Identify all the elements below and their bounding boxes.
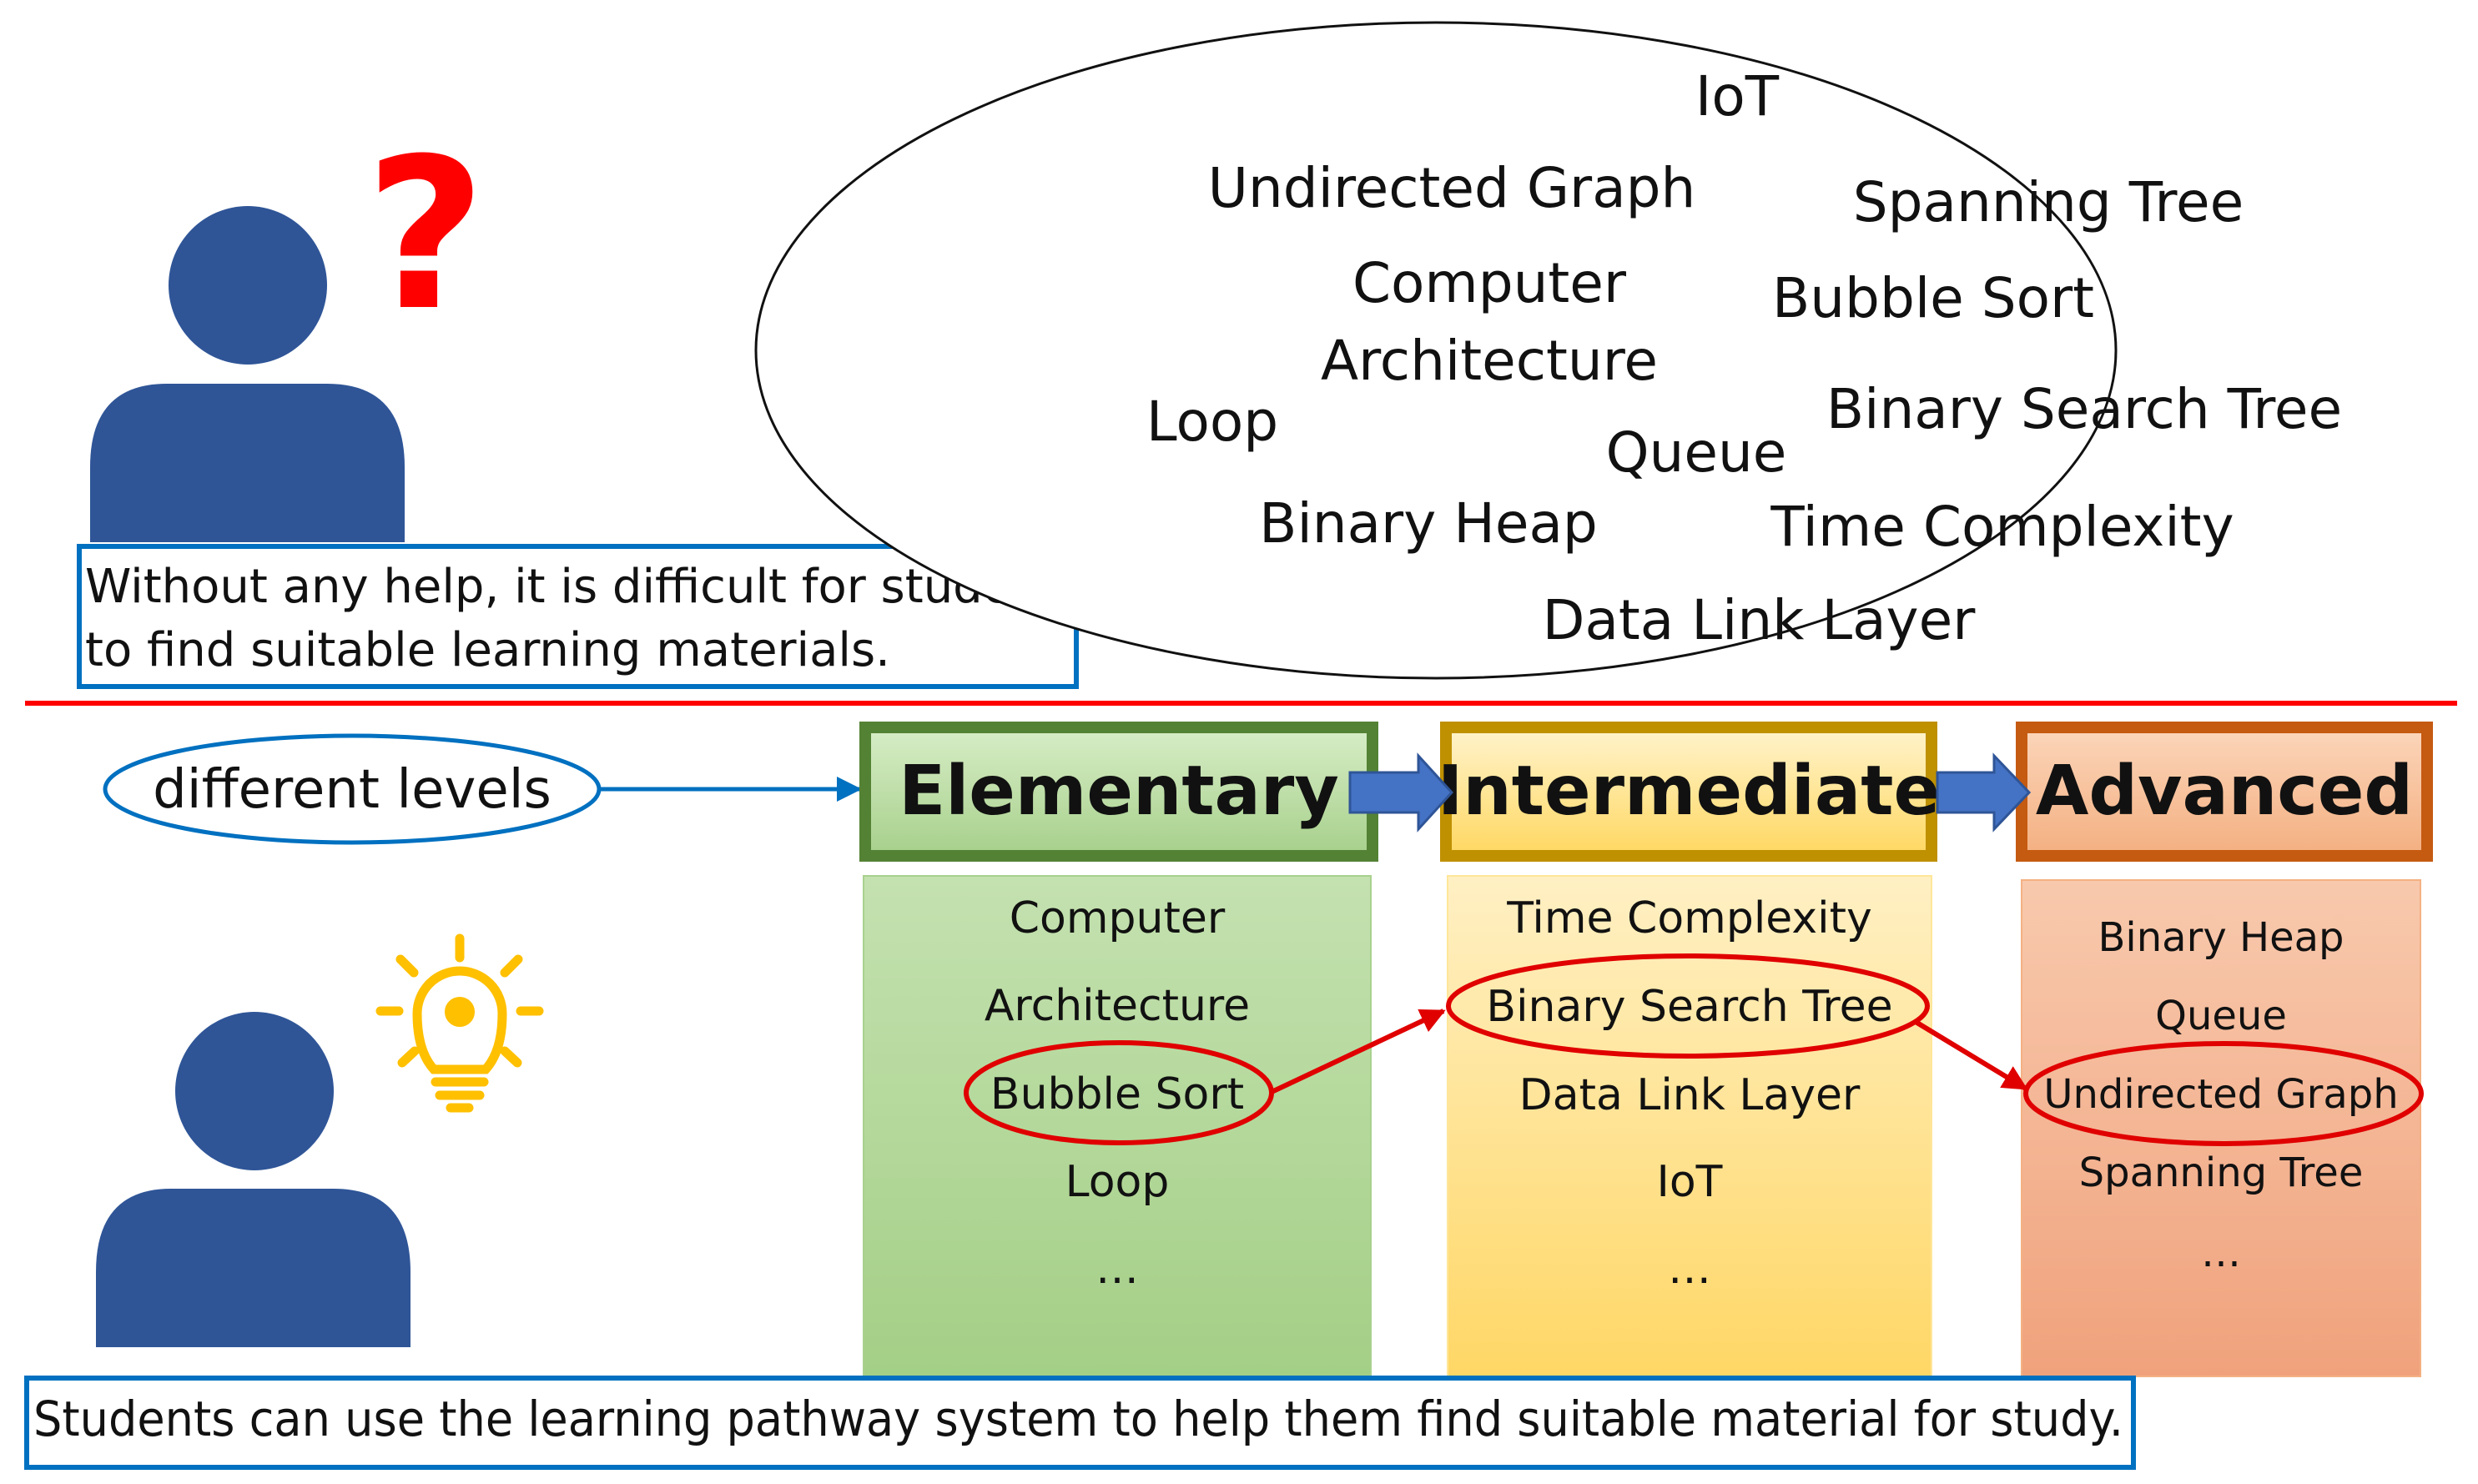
level-topic: Data Link Layer <box>1519 1070 1861 1120</box>
cloud-topic: Queue <box>1606 420 1787 485</box>
cloud-topic: Computer <box>1352 251 1627 315</box>
solution-caption: Students can use the learning pathway sy… <box>33 1391 2123 1447</box>
level-topic: Computer <box>1010 893 1226 943</box>
levels-label: different levels <box>153 759 552 821</box>
cloud-topic: Loop <box>1146 390 1278 454</box>
level-topic: Loop <box>1065 1157 1170 1207</box>
level-arrow-intermediate-advanced <box>1936 752 2032 833</box>
cloud-topic: Undirected Graph <box>1208 156 1696 220</box>
cloud-topic: Bubble Sort <box>1772 266 2094 330</box>
level-topic: Queue <box>2155 993 2287 1039</box>
cloud-topic: Time Complexity <box>1770 495 2234 559</box>
level-topic: IoT <box>1657 1157 1723 1207</box>
cloud-topic: Spanning Tree <box>1853 170 2244 234</box>
level-title: Elementary <box>899 752 1339 831</box>
level-topic: … <box>2201 1230 2241 1276</box>
level-topic: Binary Search Tree <box>1486 982 1892 1032</box>
level-header-intermediate: Intermediate <box>1438 722 1940 862</box>
confused-student-icon <box>90 206 405 542</box>
level-title: Intermediate <box>1438 752 1940 831</box>
topics-ellipse <box>754 21 2118 680</box>
level-header-advanced: Advanced <box>2016 722 2433 862</box>
problem-caption-box <box>77 544 1079 689</box>
level-topic: Time Complexity <box>1506 893 1871 943</box>
question-mark: ? <box>365 113 486 356</box>
path-highlight-binary-search-tree <box>1446 953 1930 1059</box>
level-topic: … <box>1668 1244 1711 1294</box>
problem-caption-line-2: to find suitable learning materials. <box>85 623 890 677</box>
level-topic: … <box>1095 1244 1139 1294</box>
cloud-topic: Data Link Layer <box>1543 588 1977 652</box>
cloud-topic: Binary Heap <box>1259 491 1598 556</box>
intermediate-topics-box <box>1447 875 1932 1377</box>
student-with-idea-icon <box>96 1012 410 1347</box>
level-topic: Binary Heap <box>2098 914 2344 961</box>
path-arrow-2 <box>1914 1019 2028 1091</box>
cloud-topic: Architecture <box>1321 329 1658 393</box>
lightbulb-icon <box>375 933 544 1113</box>
level-header-elementary: Elementary <box>859 722 1378 862</box>
solution-caption-box <box>24 1376 2136 1470</box>
level-topic: Bubble Sort <box>990 1069 1244 1119</box>
level-topic: Architecture <box>985 981 1250 1031</box>
path-highlight-undirected-graph <box>2023 1041 2424 1146</box>
level-topic: Undirected Graph <box>2043 1071 2398 1118</box>
path-arrow-1 <box>1268 1009 1446 1095</box>
level-topic: Spanning Tree <box>2079 1149 2364 1196</box>
cloud-topic: Binary Search Tree <box>1826 377 2342 441</box>
level-title: Advanced <box>2036 752 2413 831</box>
problem-caption-line-1: Without any help, it is difficult for st… <box>85 560 1084 614</box>
elementary-topics-box <box>863 875 1372 1377</box>
level-arrow-elementary-intermediate <box>1348 752 1454 833</box>
cloud-topic: IoT <box>1695 64 1780 128</box>
